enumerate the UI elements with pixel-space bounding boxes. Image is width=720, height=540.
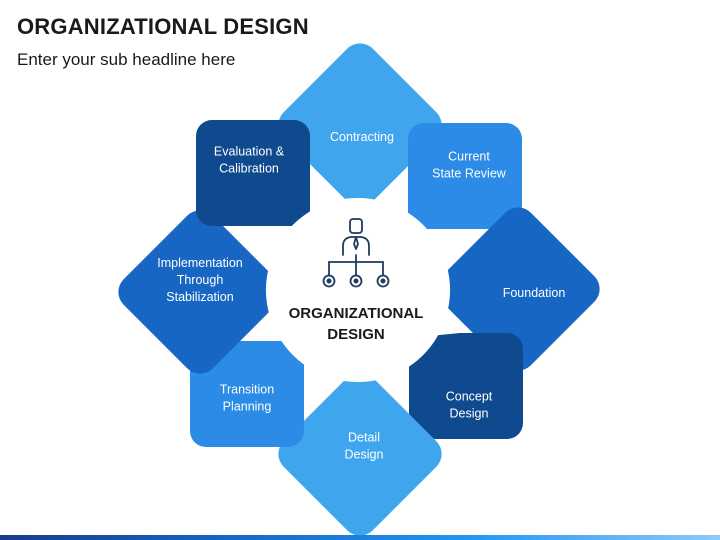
center-title-line1: ORGANIZATIONAL <box>289 305 424 322</box>
petal-implementation <box>118 210 282 374</box>
label-evaluation: Evaluation &Calibration <box>214 145 285 176</box>
petal-contracting <box>278 43 442 207</box>
petal-concept-design <box>409 333 523 439</box>
petals-layer <box>118 43 600 536</box>
label-foundation: Foundation <box>503 286 566 300</box>
center-title-line2: DESIGN <box>327 326 385 343</box>
page-subtitle: Enter your sub headline here <box>17 50 236 69</box>
page-title: ORGANIZATIONAL DESIGN <box>17 14 309 39</box>
petal-transition-planning <box>190 341 304 447</box>
petal-evaluation <box>196 120 310 226</box>
center-starburst <box>254 186 462 394</box>
label-contracting: Contracting <box>330 130 394 144</box>
bottom-accent-bar <box>0 535 720 540</box>
petal-current-state-review <box>408 123 522 229</box>
petal-foundation <box>436 207 600 371</box>
center-hub: ORGANIZATIONAL DESIGN <box>254 186 462 394</box>
petal-detail-design <box>278 372 442 536</box>
org-chart-person-icon <box>322 218 390 288</box>
